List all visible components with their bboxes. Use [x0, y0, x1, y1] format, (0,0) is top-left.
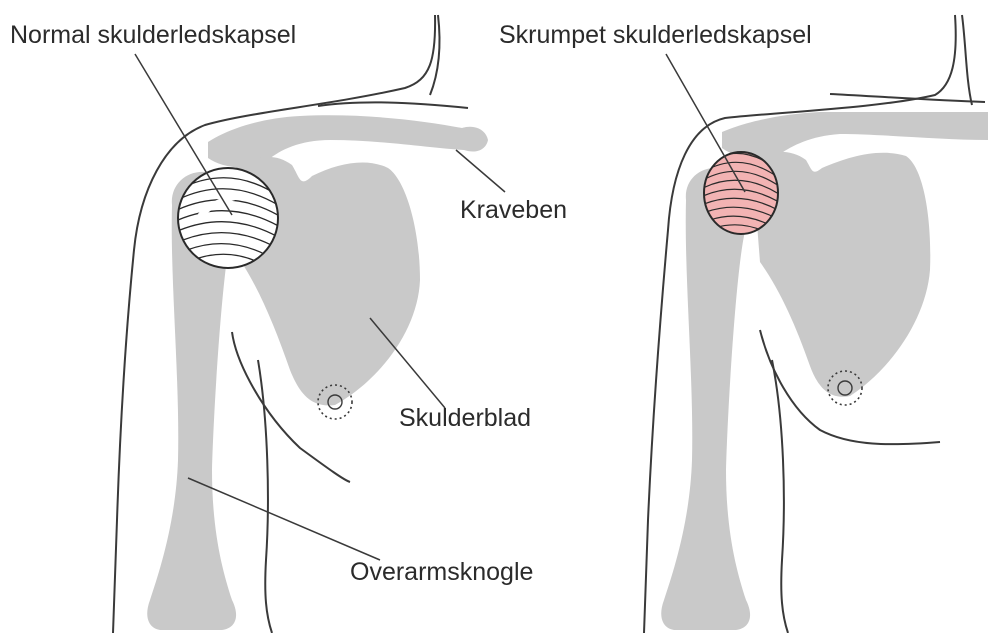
label-clavicle: Kraveben — [460, 198, 567, 223]
left-clavicle — [208, 115, 488, 167]
label-frozen-capsule: Skrumpet skulderledskapsel — [499, 23, 812, 48]
label-scapula: Skulderblad — [399, 406, 531, 431]
right-shoulder-figure — [644, 15, 988, 633]
left-shoulder-figure — [113, 15, 505, 633]
right-frozen-capsule — [703, 152, 779, 234]
label-normal-capsule: Normal skulderledskapsel — [10, 23, 296, 48]
right-clavicle — [722, 112, 988, 158]
left-shoulder-top-line — [318, 102, 468, 108]
label-humerus: Overarmsknogle — [350, 560, 533, 585]
right-humerus — [661, 168, 750, 630]
leader-clavicle — [456, 150, 505, 192]
right-arm-inner-line — [772, 360, 788, 633]
right-neck-line — [962, 15, 972, 105]
